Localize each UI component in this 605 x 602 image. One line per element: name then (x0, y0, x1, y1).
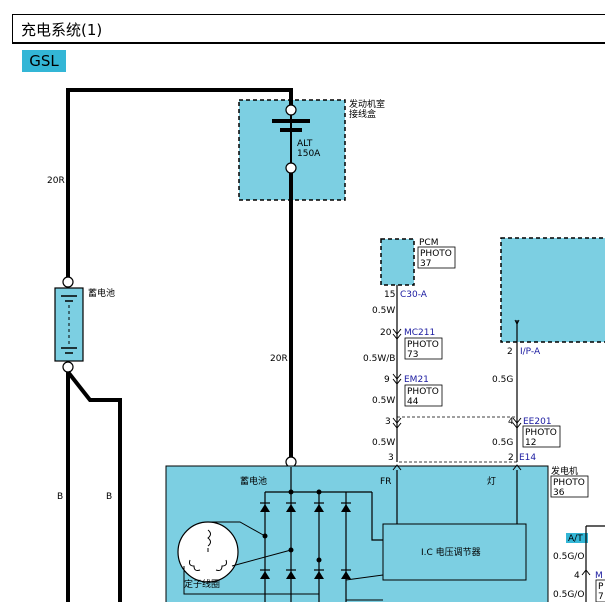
diode-2 (286, 504, 296, 512)
generator-label: 发电机 (551, 465, 578, 477)
stator-label: 定子线圈 (184, 578, 220, 590)
diode-3 (314, 504, 324, 512)
at-photo-ref (595, 579, 605, 602)
fuse-name: ALT (297, 139, 313, 149)
wire-b-right (66, 370, 122, 602)
at-wire-spec-1: 0.5G/O (553, 552, 584, 562)
pcm-module (380, 238, 415, 286)
wire-spec-0-5wb: 0.5W/B (363, 354, 395, 364)
pcm-photo-no: 37 (420, 259, 431, 269)
generator-photo-ref (550, 475, 589, 498)
pcm-label: PCM (419, 238, 438, 248)
at-pin: 4 (574, 571, 580, 581)
ee201-photo-label: PHOTO (525, 428, 557, 438)
battery-label: 蓄电池 (88, 287, 115, 299)
pin-20: 20 (380, 328, 392, 338)
wire-20r-center-label: 20R (270, 354, 288, 364)
fuse-terminal-bottom (285, 162, 297, 174)
wire-spec-0-5w-3: 0.5W (372, 438, 395, 448)
variant-badge: GSL (22, 50, 66, 72)
em21-photo-ref (404, 384, 443, 407)
mc211-photo-ref (404, 337, 443, 360)
em21-photo-label: PHOTO (407, 387, 439, 397)
wire-spec-0-5g-1: 0.5G (492, 375, 513, 385)
wire-20r-left (66, 88, 293, 280)
diode-1 (260, 504, 270, 512)
wire-spec-0-5w-1: 0.5W (372, 306, 395, 316)
wire-spec-0-5w-2: 0.5W (372, 396, 395, 406)
at-connector: M (595, 571, 603, 581)
wire-20r-left-label: 20R (47, 176, 65, 186)
at-photo-no-partial: 7 (598, 592, 604, 602)
fuse-rating: 150A (297, 149, 321, 159)
generator-photo-label: PHOTO (553, 478, 585, 488)
connector-e14: E14 (519, 453, 536, 463)
ic-regulator-label: I.C 电压调节器 (421, 546, 481, 558)
junction-box-label-2: 接线盒 (349, 108, 376, 120)
title-bar: 充电系统(1) (12, 14, 605, 43)
pin-9: 9 (384, 375, 390, 385)
pin-3a: 3 (385, 417, 391, 427)
gen-lamp-terminal-label: 灯 (487, 476, 496, 487)
at-label: A/T (568, 534, 583, 544)
pin-3b: 3 (388, 453, 394, 463)
diode-5 (260, 571, 270, 579)
junction-box-label-1: 发动机室 (349, 98, 385, 110)
gen-battery-terminal-label: 蓄电池 (240, 475, 267, 487)
ic-voltage-regulator (382, 523, 527, 581)
at-badge-bg (566, 533, 588, 543)
title-divider (12, 42, 605, 44)
generator-photo-no: 36 (553, 488, 565, 498)
diode-8 (341, 571, 351, 579)
mc211-photo-label: PHOTO (407, 340, 439, 350)
at-photo-partial: P (598, 582, 604, 592)
connector-mc211: MC211 (404, 328, 435, 338)
wire-b-left-label: B (57, 492, 63, 502)
at-wire-spec-2: 0.5G/O (553, 590, 584, 600)
wire-b-right-label: B (106, 492, 112, 502)
pcm-photo-label: PHOTO (420, 249, 452, 259)
ee201-photo-no: 12 (525, 438, 536, 448)
battery-terminal-bottom (62, 361, 74, 373)
connector-ee201: EE201 (523, 417, 552, 427)
gen-fr-terminal-label: FR (380, 477, 391, 487)
right-module (500, 237, 605, 343)
pin-2a: 2 (507, 347, 513, 357)
diode-6 (286, 571, 296, 579)
wire-spec-0-5g-2: 0.5G (492, 438, 513, 448)
ee201-photo-ref (522, 425, 561, 448)
page-title: 充电系统(1) (21, 21, 103, 39)
pin-15: 15 (384, 290, 395, 300)
pin-4: 4 (508, 417, 514, 427)
diode-4 (341, 504, 351, 512)
pin-2b: 2 (508, 453, 514, 463)
fuse-terminal-top (285, 104, 297, 116)
connector-c30a: C30-A (400, 290, 428, 300)
connector-ipa: I/P-A (520, 347, 541, 357)
mc211-photo-no: 73 (407, 350, 418, 360)
em21-photo-no: 44 (407, 397, 419, 407)
battery-terminal-top (62, 276, 74, 288)
pcm-photo-ref (417, 246, 456, 269)
connector-em21: EM21 (404, 375, 429, 385)
